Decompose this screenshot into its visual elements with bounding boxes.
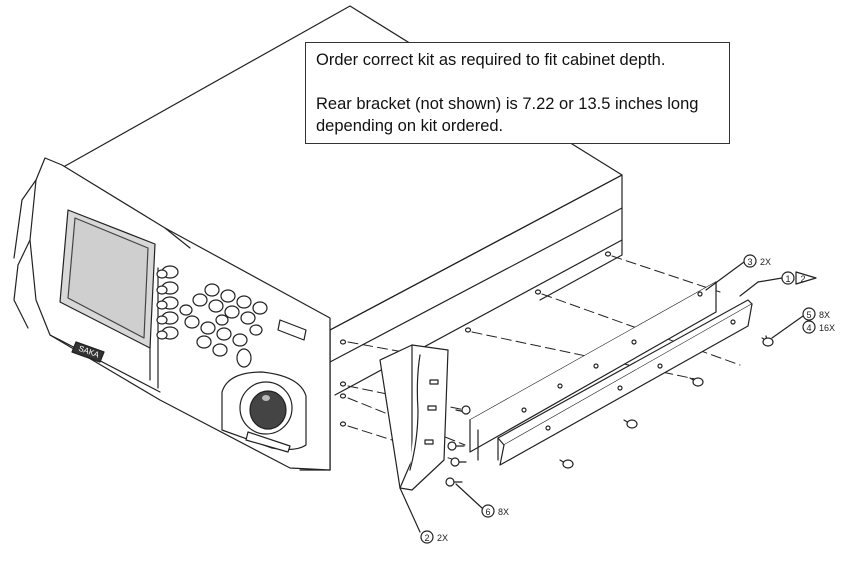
- kit-note-box: Order correct kit as required to fit cab…: [305, 42, 730, 144]
- callout-2-number: 2: [424, 533, 429, 543]
- rotary-knob: [221, 371, 307, 453]
- rail-holes: [521, 291, 736, 431]
- keypad: [179, 283, 268, 368]
- callout-6: 6 8X: [455, 483, 509, 518]
- rack-rail-outer: [469, 281, 717, 461]
- callout-5-qty: 8X: [819, 310, 830, 320]
- callout-2-qty: 2X: [437, 533, 448, 543]
- callout-1: 1 2: [739, 271, 817, 297]
- rail-screws: [455, 335, 774, 469]
- flange-screws: [445, 441, 467, 487]
- callout-4-number: 4: [806, 323, 811, 333]
- callout-5-number: 5: [806, 310, 811, 320]
- card-slot: [277, 319, 307, 341]
- callout-1-number: 1: [785, 274, 790, 284]
- soft-key: [156, 285, 168, 295]
- callout-6-qty: 8X: [498, 507, 509, 517]
- soft-key: [156, 330, 168, 340]
- front-flange: [379, 344, 449, 491]
- callout-3-number: 3: [747, 257, 752, 267]
- callout-3: 3 2X: [705, 254, 771, 291]
- callout-4-qty: 16X: [819, 323, 835, 333]
- callout-5: 5 8X: [771, 307, 830, 339]
- callout-3-qty: 2X: [760, 257, 771, 267]
- rear-bracket-note: Rear bracket (not shown) is 7.22 or 13.5…: [316, 95, 699, 135]
- callout-2: 2 2X: [399, 487, 448, 544]
- kit-note-line: Order correct kit as required to fit cab…: [316, 51, 666, 69]
- rack-rail-inner: [497, 299, 753, 466]
- callout-4: 4 16X: [802, 320, 835, 334]
- display-screen: [59, 209, 156, 349]
- mounting-holes: [339, 251, 612, 427]
- soft-keys: [156, 265, 179, 340]
- soft-key: [156, 269, 168, 279]
- soft-key: [156, 300, 168, 310]
- soft-key: [156, 315, 168, 325]
- callout-6-number: 6: [485, 507, 490, 517]
- note-spacer: [316, 71, 719, 93]
- callout-1-flag: 2: [800, 274, 805, 284]
